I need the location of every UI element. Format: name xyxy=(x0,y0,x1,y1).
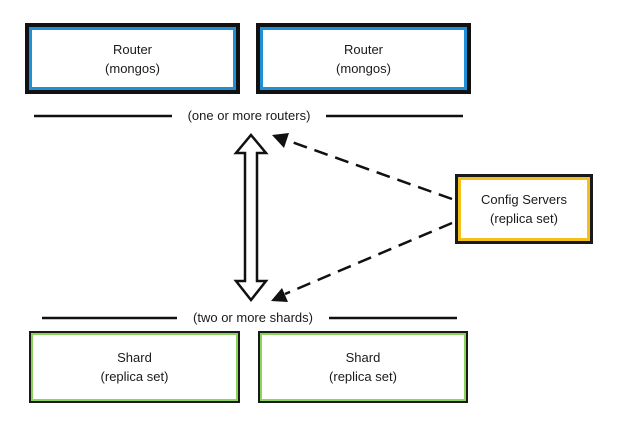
routers-caption: (one or more routers) xyxy=(187,108,311,123)
router-box-1: Router (mongos) xyxy=(25,23,240,94)
shard-box-1-subtitle: (replica set) xyxy=(100,369,169,384)
config-to-routers-arrowhead xyxy=(272,133,289,148)
router-box-1-subtitle: (mongos) xyxy=(105,60,160,76)
router-box-2-title: Router xyxy=(343,41,384,57)
config-servers-subtitle: (replica set) xyxy=(490,211,558,226)
router-shard-double-arrow xyxy=(233,133,269,303)
config-to-shards-arrowhead xyxy=(271,288,288,302)
shard-box-2: Shard (replica set) xyxy=(258,331,468,403)
shard-box-2-subtitle: (replica set) xyxy=(329,369,397,384)
config-to-routers-dashed-line xyxy=(285,138,453,201)
router-box-2: Router (mongos) xyxy=(256,23,471,94)
config-to-shards-dashed-line xyxy=(284,221,453,296)
shard-box-2-title: Shard xyxy=(345,350,381,365)
config-servers-box: Config Servers (replica set) xyxy=(455,174,593,244)
router-box-2-subtitle: (mongos) xyxy=(336,60,391,76)
router-box-1-title: Router xyxy=(112,41,153,57)
shards-caption: (two or more shards) xyxy=(193,310,313,325)
config-servers-title: Config Servers xyxy=(481,192,567,207)
shard-box-1: Shard (replica set) xyxy=(29,331,240,403)
shard-box-1-title: Shard xyxy=(117,350,152,365)
